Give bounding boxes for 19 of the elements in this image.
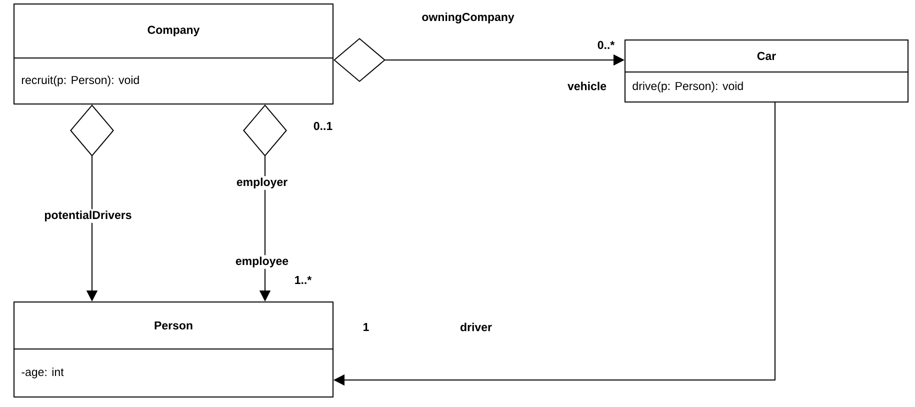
association-label: potentialDrivers [42, 209, 134, 223]
method-text: -age: int [22, 368, 64, 378]
method-text: drive(p: Person): void [632, 82, 743, 92]
class-box [14, 4, 334, 104]
association-label: driver [458, 321, 494, 333]
association-label: owningCompany [420, 11, 516, 25]
association-label: vehicle [566, 80, 608, 92]
association-label: 0..1 [312, 120, 334, 132]
association-label: employer [234, 176, 290, 190]
class-box [14, 302, 334, 398]
method-text: recruit(p: Person): void [22, 76, 139, 86]
association-label: employee [234, 255, 290, 269]
class-box [624, 40, 909, 102]
class-name: Person [154, 322, 192, 330]
association-label: 0..* [596, 39, 616, 51]
association-label: 1..* [292, 274, 314, 286]
class-name: Company [148, 26, 200, 36]
association-label: 1 [361, 322, 371, 332]
class-name: Car [757, 52, 776, 60]
